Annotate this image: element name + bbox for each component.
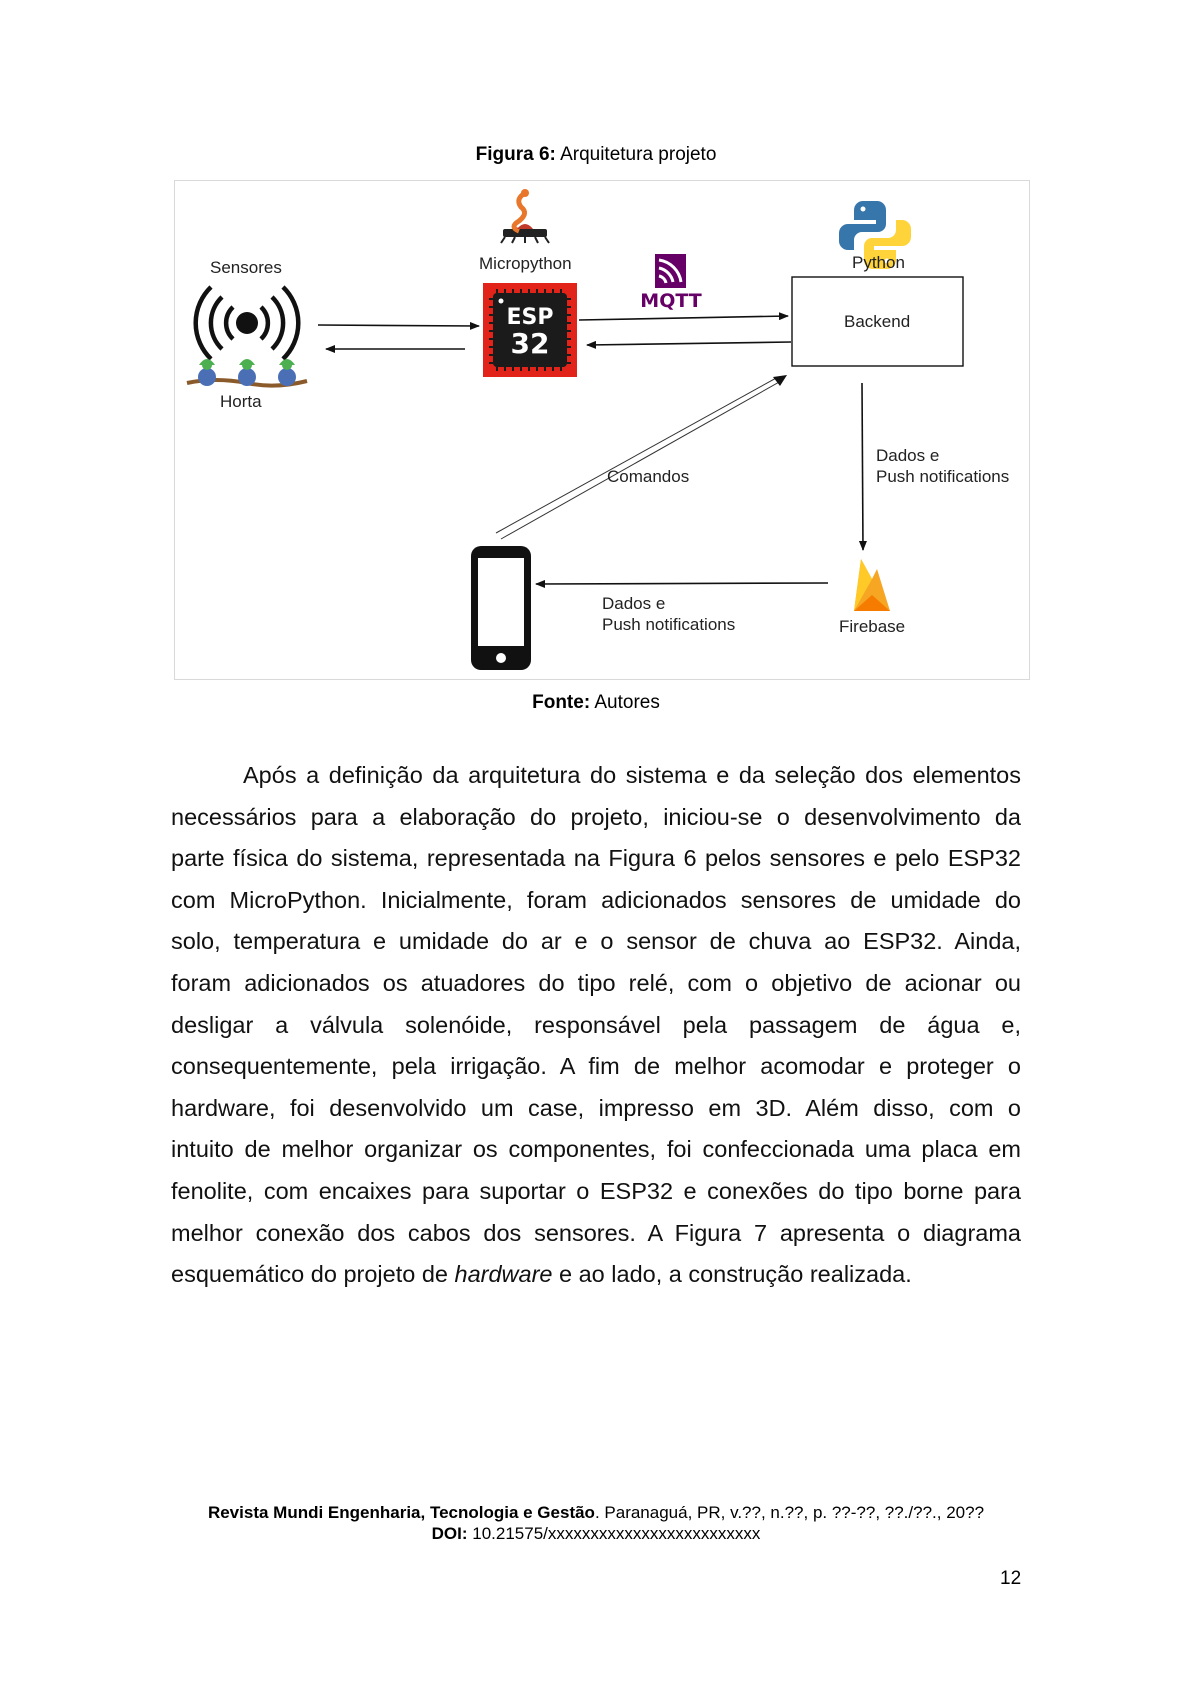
last-line-start: esquemático do projeto de (171, 1261, 455, 1288)
paragraph-line: com MicroPython. Inicialmente, foram adi… (171, 886, 1021, 913)
figure-caption: Figura 6: Arquitetura projeto (0, 144, 1192, 166)
architecture-diagram: Sensores Horta (174, 180, 1030, 680)
esp32-chip-icon: ESP 32 (483, 283, 577, 377)
arrow-sensors-to-esp (317, 321, 480, 330)
figure-source: Fonte: Autores (0, 692, 1192, 714)
micropython-label: Micropython (479, 254, 572, 273)
comandos-label: Comandos (607, 467, 689, 486)
paragraph-line: hardware, foi desenvolvido um case, impr… (171, 1094, 1021, 1121)
esp32-chip-text-top: ESP (507, 305, 554, 330)
arrow-firebase-to-phone (535, 579, 829, 588)
dados-bottom-line2: Push notifications (602, 615, 735, 634)
last-line-end: e ao lado, a construção realizada. (552, 1261, 912, 1288)
figure-caption-label: Figura 6: (475, 144, 556, 165)
footer-doi-label: DOI: (431, 1524, 468, 1543)
backend-box (791, 276, 964, 367)
paragraph-line: melhor conexão dos cabos dos sensores. A… (171, 1219, 1021, 1246)
body-paragraph: Após a definição da arquitetura do siste… (171, 755, 1021, 1296)
paragraph-line: consequentemente, pela irrigação. A fim … (171, 1053, 1021, 1080)
last-line-italic: hardware (454, 1261, 553, 1288)
dados-right-line1: Dados e (876, 446, 939, 465)
mqtt-label: MQTT (640, 290, 701, 312)
garden-plants-icon (186, 359, 308, 388)
horta-label: Horta (220, 392, 262, 411)
firebase-label: Firebase (839, 617, 905, 636)
python-logo-icon (839, 201, 911, 269)
paragraph-line: intuito de melhor organizar os component… (171, 1136, 1021, 1163)
python-label: Python (852, 253, 905, 272)
footer-journal: Revista Mundi Engenharia, Tecnologia e G… (0, 1503, 1192, 1523)
paragraph-line: Após a definição da arquitetura do siste… (243, 762, 1021, 788)
diagram-canvas: Sensores Horta (186, 189, 1009, 670)
footer-journal-details: . Paranaguá, PR, v.??, n.??, p. ??-??, ?… (594, 1503, 985, 1522)
footer-doi: DOI: 10.21575/xxxxxxxxxxxxxxxxxxxxxxxxx (0, 1524, 1192, 1544)
arrow-backend-to-firebase (858, 382, 867, 551)
paragraph-line: foram adicionados os atuadores do tipo r… (171, 969, 1021, 996)
mqtt-logo-icon (655, 254, 686, 288)
paragraph-line: parte física do sistema, representada na… (171, 845, 1021, 872)
backend-label: Backend (844, 312, 910, 331)
paragraph-line: necessários para a elaboração do projeto… (171, 803, 1021, 830)
arrow-backend-to-esp (586, 340, 792, 349)
figure-source-label: Fonte: (532, 692, 591, 713)
paragraph-line: solo, temperatura e umidade do ar e o se… (171, 928, 1021, 955)
micropython-snake-icon (500, 189, 550, 244)
page-number: 12 (1000, 1568, 1022, 1589)
paragraph-line: fenolite, com encaixes para suportar o E… (171, 1177, 1021, 1204)
figure-caption-text: Arquitetura projeto (555, 144, 717, 165)
arrow-phone-to-backend (495, 375, 787, 540)
paragraph-last-line: esquemático do projeto de hardware e ao … (171, 1254, 1021, 1296)
paragraph-line: desligar a válvula solenóide, responsáve… (171, 1011, 1021, 1038)
footer-journal-name: Revista Mundi Engenharia, Tecnologia e G… (207, 1503, 595, 1522)
dados-bottom-line1: Dados e (602, 594, 665, 613)
firebase-logo-icon (854, 559, 890, 611)
sensors-label: Sensores (210, 258, 282, 277)
footer-doi-value: 10.21575/xxxxxxxxxxxxxxxxxxxxxxxxx (467, 1524, 761, 1543)
sensor-signal-icon (193, 285, 301, 361)
arrow-esp-to-backend (578, 312, 789, 321)
smartphone-icon (471, 546, 531, 670)
esp32-chip-text-bottom: 32 (511, 327, 550, 360)
dados-right-line2: Push notifications (876, 467, 1009, 486)
figure-source-text: Autores (590, 692, 660, 713)
